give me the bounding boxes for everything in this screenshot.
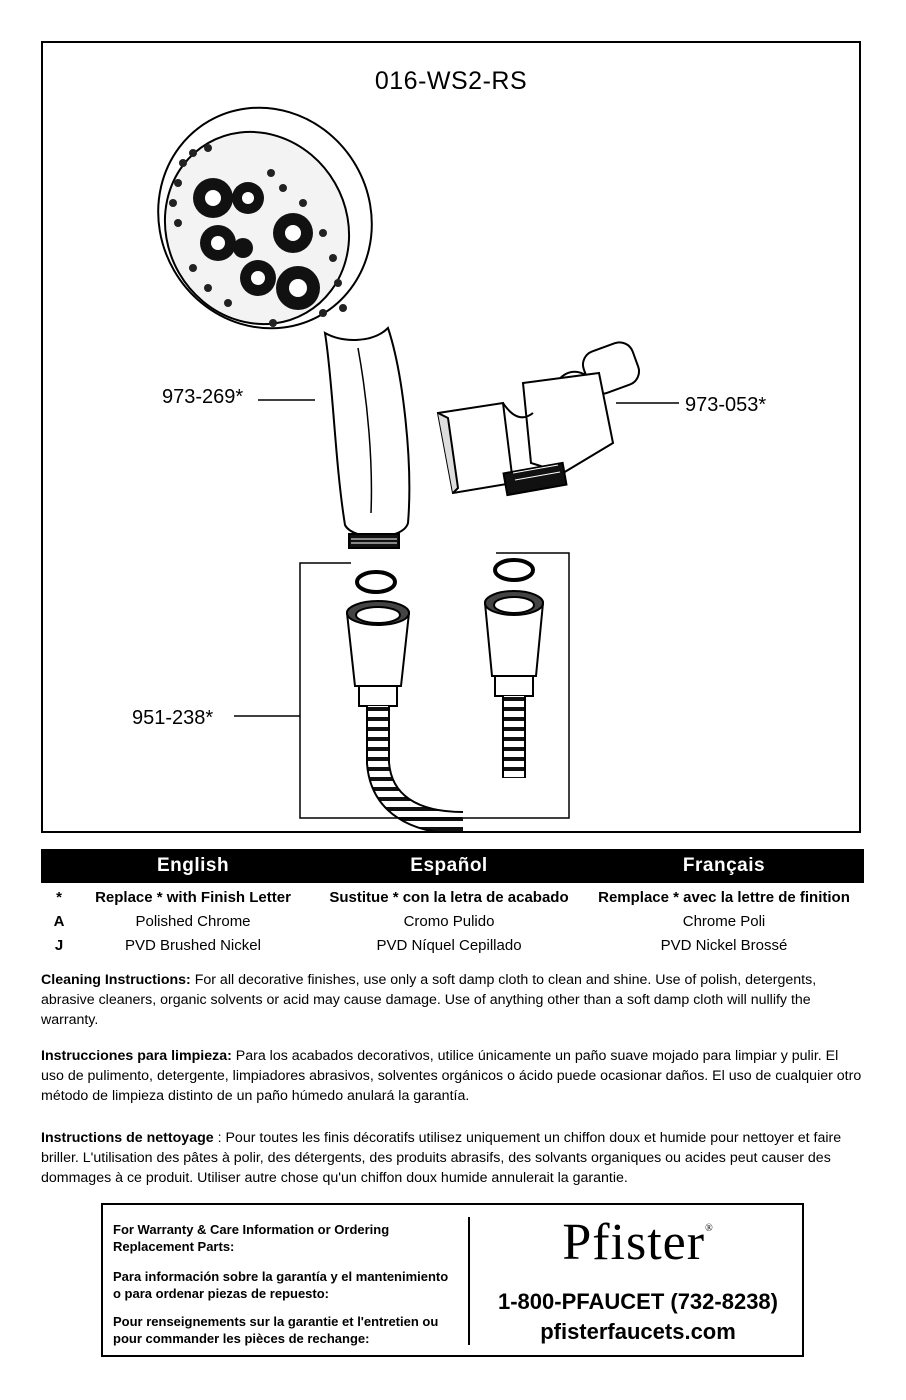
model-number: 016-WS2-RS (374, 67, 528, 95)
finish-key: A (53, 913, 65, 930)
finish-row: * Replace * with Finish Letter Sustitue … (41, 889, 864, 913)
parts-diagram: 016-WS2-RS (41, 41, 861, 833)
contact-fr: Pour renseignements sur la garantie et l… (113, 1314, 439, 1346)
finish-key: J (54, 937, 64, 954)
contact-es: Para información sobre la garantía y el … (113, 1269, 449, 1301)
finish-fr: Chrome Poli (682, 913, 766, 930)
finish-row: A Polished Chrome Cromo Pulido Chrome Po… (41, 913, 864, 937)
registered-mark-icon: ® (705, 1223, 714, 1234)
finish-fr: PVD Nickel Brossé (660, 937, 788, 954)
finish-en: PVD Brushed Nickel (125, 937, 261, 954)
brand-name: Pfister (562, 1214, 706, 1271)
hand-shower-handle (323, 326, 411, 549)
washer-left (355, 570, 397, 594)
finish-fr: Remplace * avec la lettre de finition (598, 889, 850, 906)
cleaning-instructions-fr: Instructions de nettoyage : Pour toutes … (41, 1128, 863, 1188)
finish-en: Replace * with Finish Letter (95, 889, 291, 906)
cleaning-title-fr: Instructions de nettoyage (41, 1130, 214, 1146)
cleaning-title-en: Cleaning Instructions: (41, 972, 191, 988)
finish-es: Cromo Pulido (403, 913, 495, 930)
cleaning-instructions-es: Instrucciones para limpieza: Para los ac… (41, 1046, 863, 1106)
finish-es: PVD Níquel Cepillado (376, 937, 522, 954)
header-english: English (156, 855, 230, 876)
brand-logo: Pfister® (503, 1213, 773, 1272)
header-spanish: Español (410, 855, 488, 876)
shower-arm-holder (436, 341, 641, 497)
divider (468, 1217, 470, 1345)
cleaning-text-es: Para los acabados decorativos, utilice ú… (41, 1048, 862, 1104)
part-label-hose: 951-238* (132, 707, 214, 729)
hose-nut-left (345, 600, 411, 707)
part-label-holder: 973-053* (685, 394, 767, 416)
finish-row: J PVD Brushed Nickel PVD Níquel Cepillad… (41, 937, 864, 961)
washer-right (493, 558, 535, 582)
finish-es: Sustitue * con la letra de acabado (329, 889, 569, 906)
finish-key: * (56, 889, 62, 906)
cleaning-text-fr: : Pour toutes les finis décoratifs utili… (41, 1130, 842, 1186)
finish-en: Polished Chrome (135, 913, 251, 930)
language-header-bar: English Español Français (41, 849, 864, 883)
hand-shower-head (157, 106, 373, 330)
contact-en: For Warranty & Care Information or Order… (113, 1222, 390, 1254)
cleaning-instructions-en: Cleaning Instructions: For all decorativ… (41, 970, 863, 1030)
cleaning-text-en: For all decorative finishes, use only a … (41, 972, 817, 1028)
website-link[interactable]: pfisterfaucets.com (540, 1319, 736, 1344)
phone-number[interactable]: 1-800-PFAUCET (732-8238) (497, 1289, 778, 1314)
contact-box: For Warranty & Care Information or Order… (101, 1203, 804, 1357)
part-label-handshower: 973-269* (162, 386, 244, 408)
cleaning-title-es: Instrucciones para limpieza: (41, 1048, 232, 1064)
header-french: Français (682, 855, 766, 876)
exploded-view-illustration (157, 106, 679, 831)
hose-nut-right (483, 590, 545, 697)
